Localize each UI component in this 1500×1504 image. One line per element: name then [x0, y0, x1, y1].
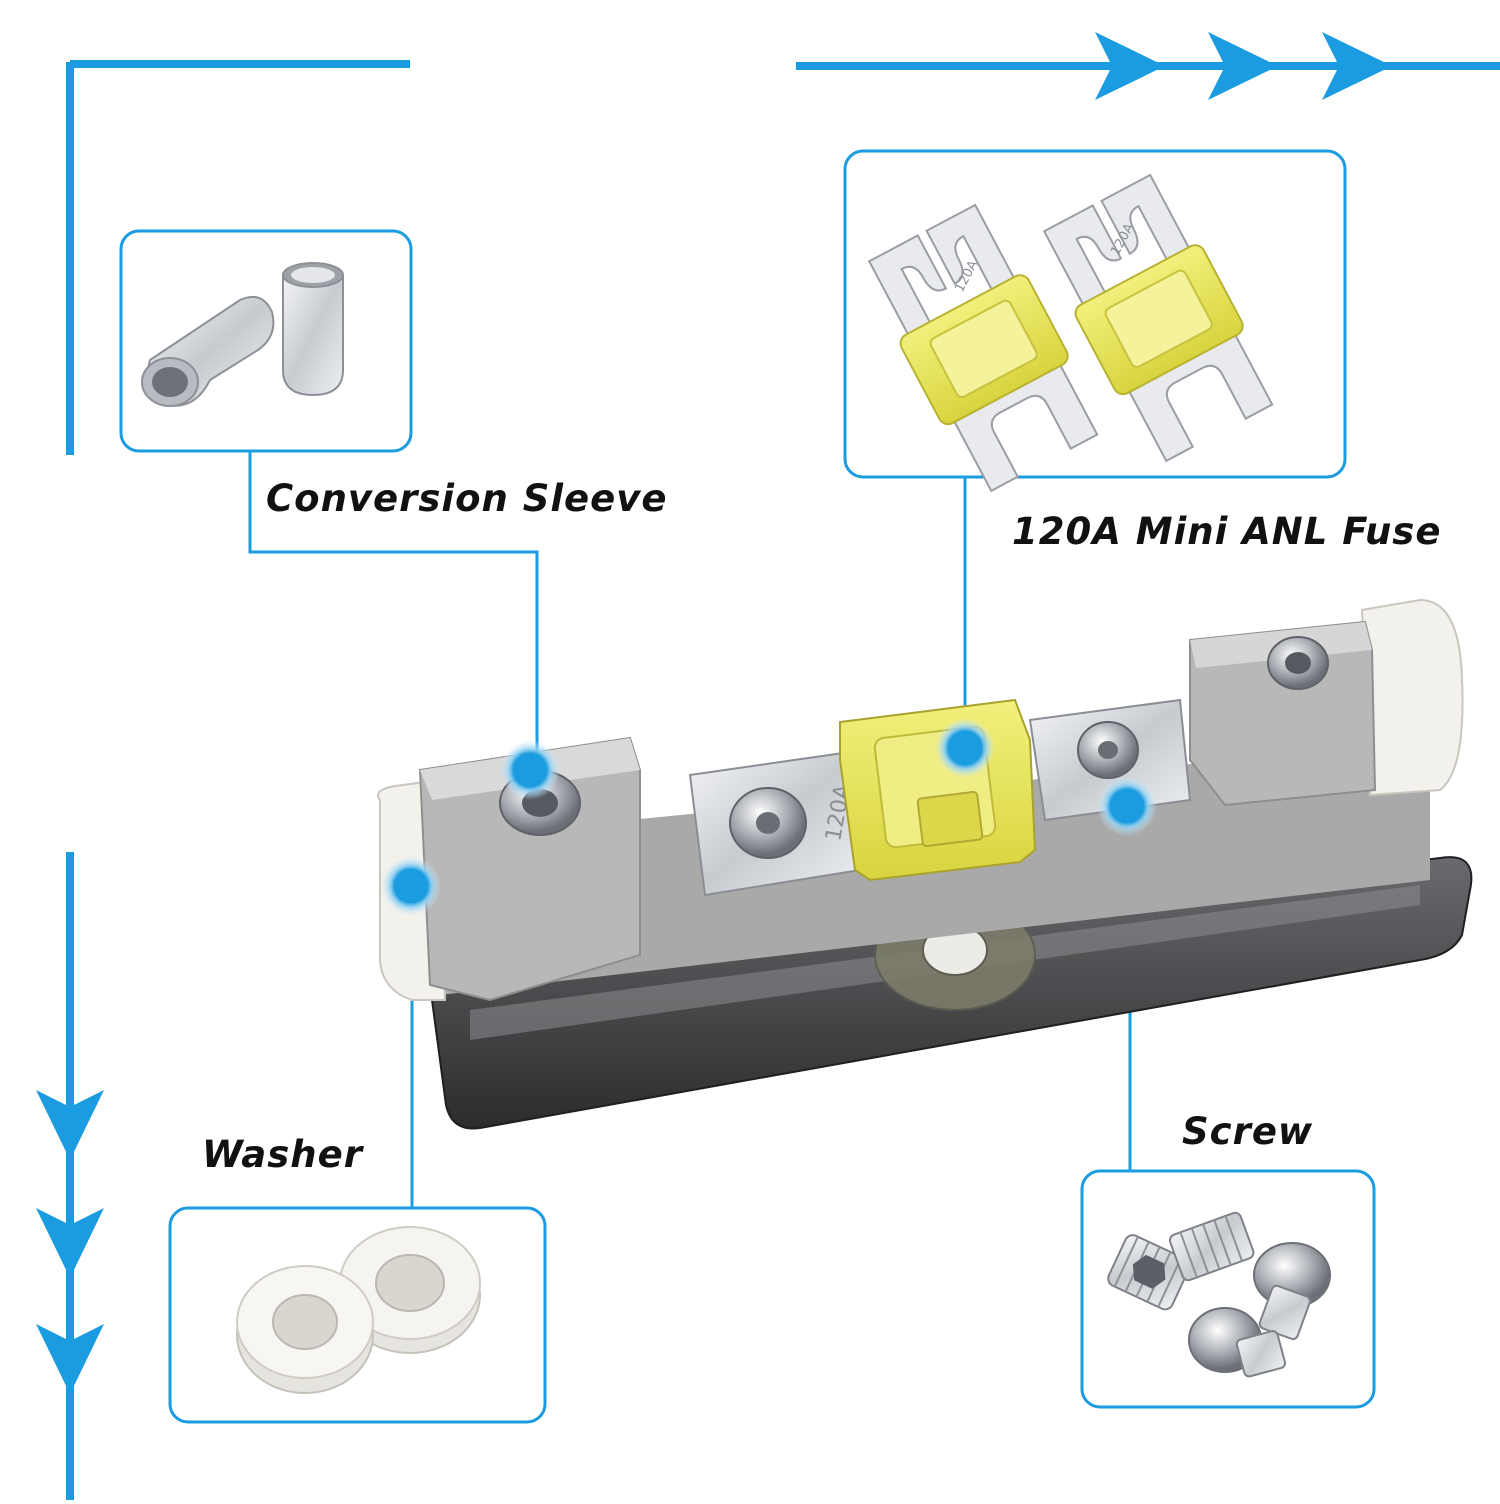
fuse-image-left [867, 203, 1099, 493]
fuse-label: 120A Mini ANL Fuse [1012, 510, 1442, 553]
conversion-sleeve-image [141, 262, 344, 407]
arrow-down-icon [36, 1090, 104, 1394]
fuse-image-right [1042, 173, 1274, 463]
screw-label: Screw [1182, 1110, 1314, 1153]
hotspot-marker-icon [381, 718, 1157, 916]
arrow-right-icon [1095, 32, 1392, 100]
screw-image [1107, 1211, 1331, 1378]
conversion-sleeve-label: Conversion Sleeve [266, 477, 668, 520]
washer-label: Washer [202, 1133, 363, 1176]
screw-box [1080, 1169, 1376, 1409]
fuse-holder-image: 120A [376, 598, 1473, 1130]
washer-image [236, 1226, 481, 1394]
